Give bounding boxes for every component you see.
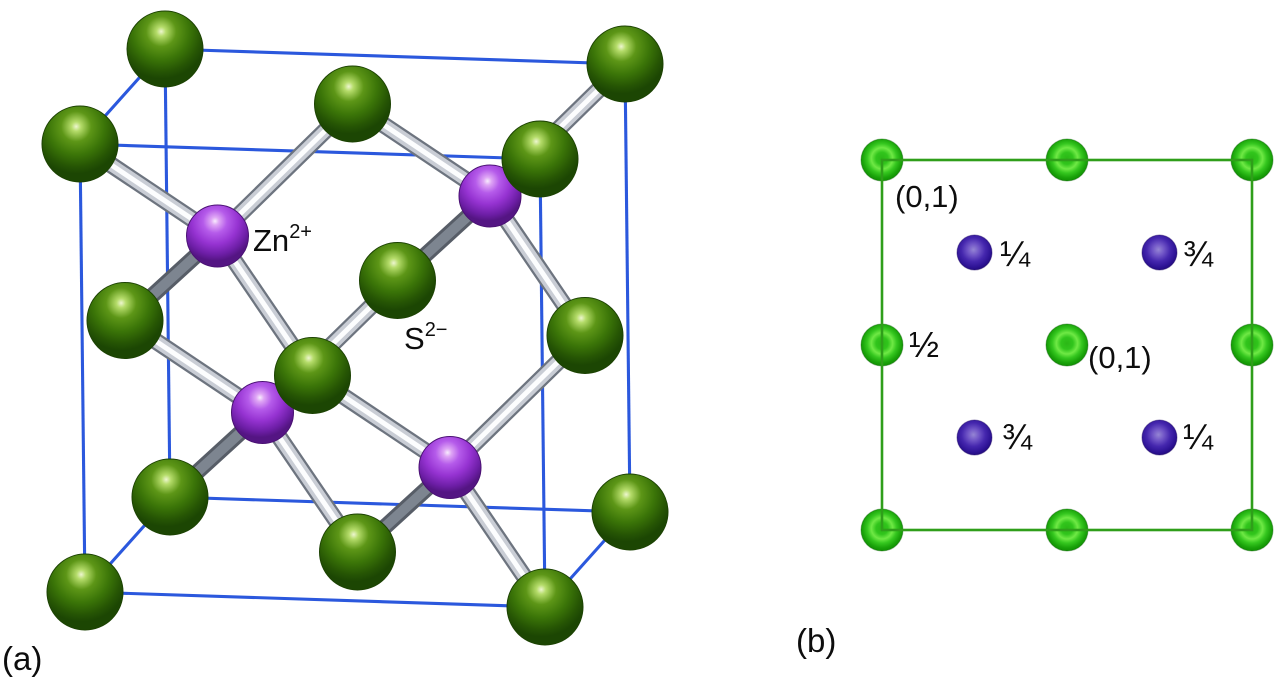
sulfide-atom (314, 65, 391, 143)
zn-ion-label: Zn2+ (253, 221, 312, 258)
height-label: (0,1) (895, 179, 959, 214)
sulfide-atom (274, 337, 351, 414)
caption-b: (b) (796, 622, 836, 659)
sulfide-atom (319, 513, 396, 591)
sulfide-atom (506, 568, 584, 646)
sulfide-site (1045, 323, 1089, 367)
sulfide-atom (126, 10, 204, 88)
sulfide-atom (41, 105, 119, 183)
cube-edge (623, 63, 632, 513)
zinc-atom (186, 204, 249, 268)
panel-a-3d-unit-cell: Zn2+ S2− (a) (2, 10, 669, 677)
sulfide-atom (501, 120, 579, 198)
height-label: (0,1) (1088, 340, 1152, 375)
sulfide-atom (131, 458, 209, 536)
height-label: ¾ (1002, 416, 1033, 457)
sulfide-atom (359, 242, 436, 319)
sulfide-atom (546, 297, 624, 374)
height-label: ¾ (1183, 233, 1214, 274)
height-label: ½ (909, 324, 939, 365)
zinc-atom (458, 164, 522, 228)
zinc-site (956, 234, 993, 271)
sulfide-atom (591, 473, 669, 551)
panel-b-projection: (0,1) ¼ ¾ ½ (0,1) ¾ ¼ (b) (796, 138, 1274, 659)
s-ion-label: S2− (404, 319, 448, 356)
zinc-site (956, 419, 993, 456)
sulfide-atom (586, 25, 664, 103)
zinc-site (1141, 419, 1178, 456)
sulfide-atom (86, 282, 164, 359)
cell-outline (880, 158, 1254, 532)
zinc-site (1141, 234, 1178, 271)
zinc-atom (418, 436, 482, 499)
atoms-group (41, 10, 669, 646)
height-label: ¼ (1000, 233, 1031, 274)
cell-outline-group (880, 158, 1254, 532)
cube-edge (84, 590, 546, 609)
height-label: ¼ (1183, 416, 1214, 457)
height-labels-group: (0,1) ¼ ¾ ½ (0,1) ¾ ¼ (895, 179, 1214, 457)
sulfide-atom (46, 553, 124, 631)
zinc-atom (231, 381, 294, 444)
cube-edge (164, 47, 626, 66)
caption-a: (a) (2, 640, 42, 677)
cube-edge (78, 143, 87, 593)
zinc-sites-group (956, 234, 1178, 456)
